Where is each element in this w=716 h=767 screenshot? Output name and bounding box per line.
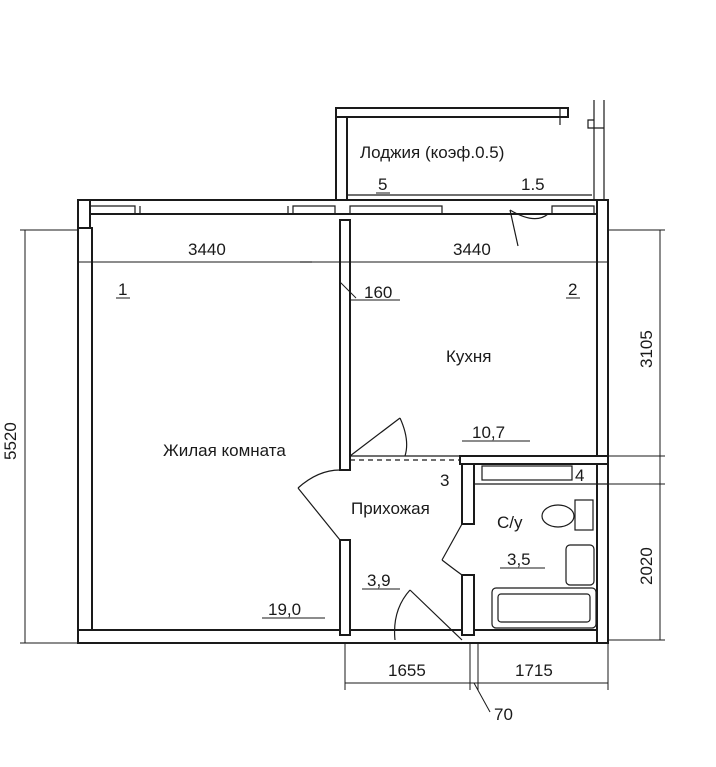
dim-bottom-gap: 70 bbox=[494, 705, 513, 724]
dim-top-right: 3440 bbox=[453, 240, 491, 259]
walls bbox=[77, 199, 609, 644]
label-underlines bbox=[116, 192, 580, 619]
loggia-area: 1.5 bbox=[521, 175, 545, 194]
loggia bbox=[335, 100, 605, 201]
dim-right-lower: 2020 bbox=[637, 547, 656, 585]
doors bbox=[297, 209, 549, 641]
loggia-number: 5 bbox=[378, 175, 387, 194]
hall-number: 3 bbox=[440, 471, 449, 490]
hall-label: Прихожая bbox=[351, 499, 430, 518]
kitchen-label: Кухня bbox=[446, 347, 492, 366]
kitchen-area: 10,7 bbox=[472, 423, 505, 442]
loggia-label: Лоджия (коэф.0.5) bbox=[360, 143, 504, 162]
living-label: Жилая комната bbox=[163, 441, 286, 460]
living-number: 1 bbox=[118, 280, 127, 299]
dim-left-height: 5520 bbox=[1, 422, 20, 460]
kitchen-number: 2 bbox=[568, 280, 577, 299]
dim-partition: 160 bbox=[364, 283, 392, 302]
room-labels: Лоджия (коэф.0.5) 5 1.5 1 Жилая комната … bbox=[118, 143, 584, 619]
dimension-labels: 3440 3440 160 5520 3105 2020 1655 1715 7… bbox=[1, 240, 656, 724]
living-area: 19,0 bbox=[268, 600, 301, 619]
bath-area: 3,5 bbox=[507, 550, 531, 569]
dimension-lines bbox=[20, 229, 665, 713]
bath-label: С/у bbox=[497, 513, 523, 532]
bath-number: 4 bbox=[575, 466, 584, 485]
dim-right-upper: 3105 bbox=[637, 330, 656, 368]
dim-top-left: 3440 bbox=[188, 240, 226, 259]
dim-bottom-left: 1655 bbox=[388, 661, 426, 680]
hall-area: 3,9 bbox=[367, 571, 391, 590]
dim-bottom-right: 1715 bbox=[515, 661, 553, 680]
